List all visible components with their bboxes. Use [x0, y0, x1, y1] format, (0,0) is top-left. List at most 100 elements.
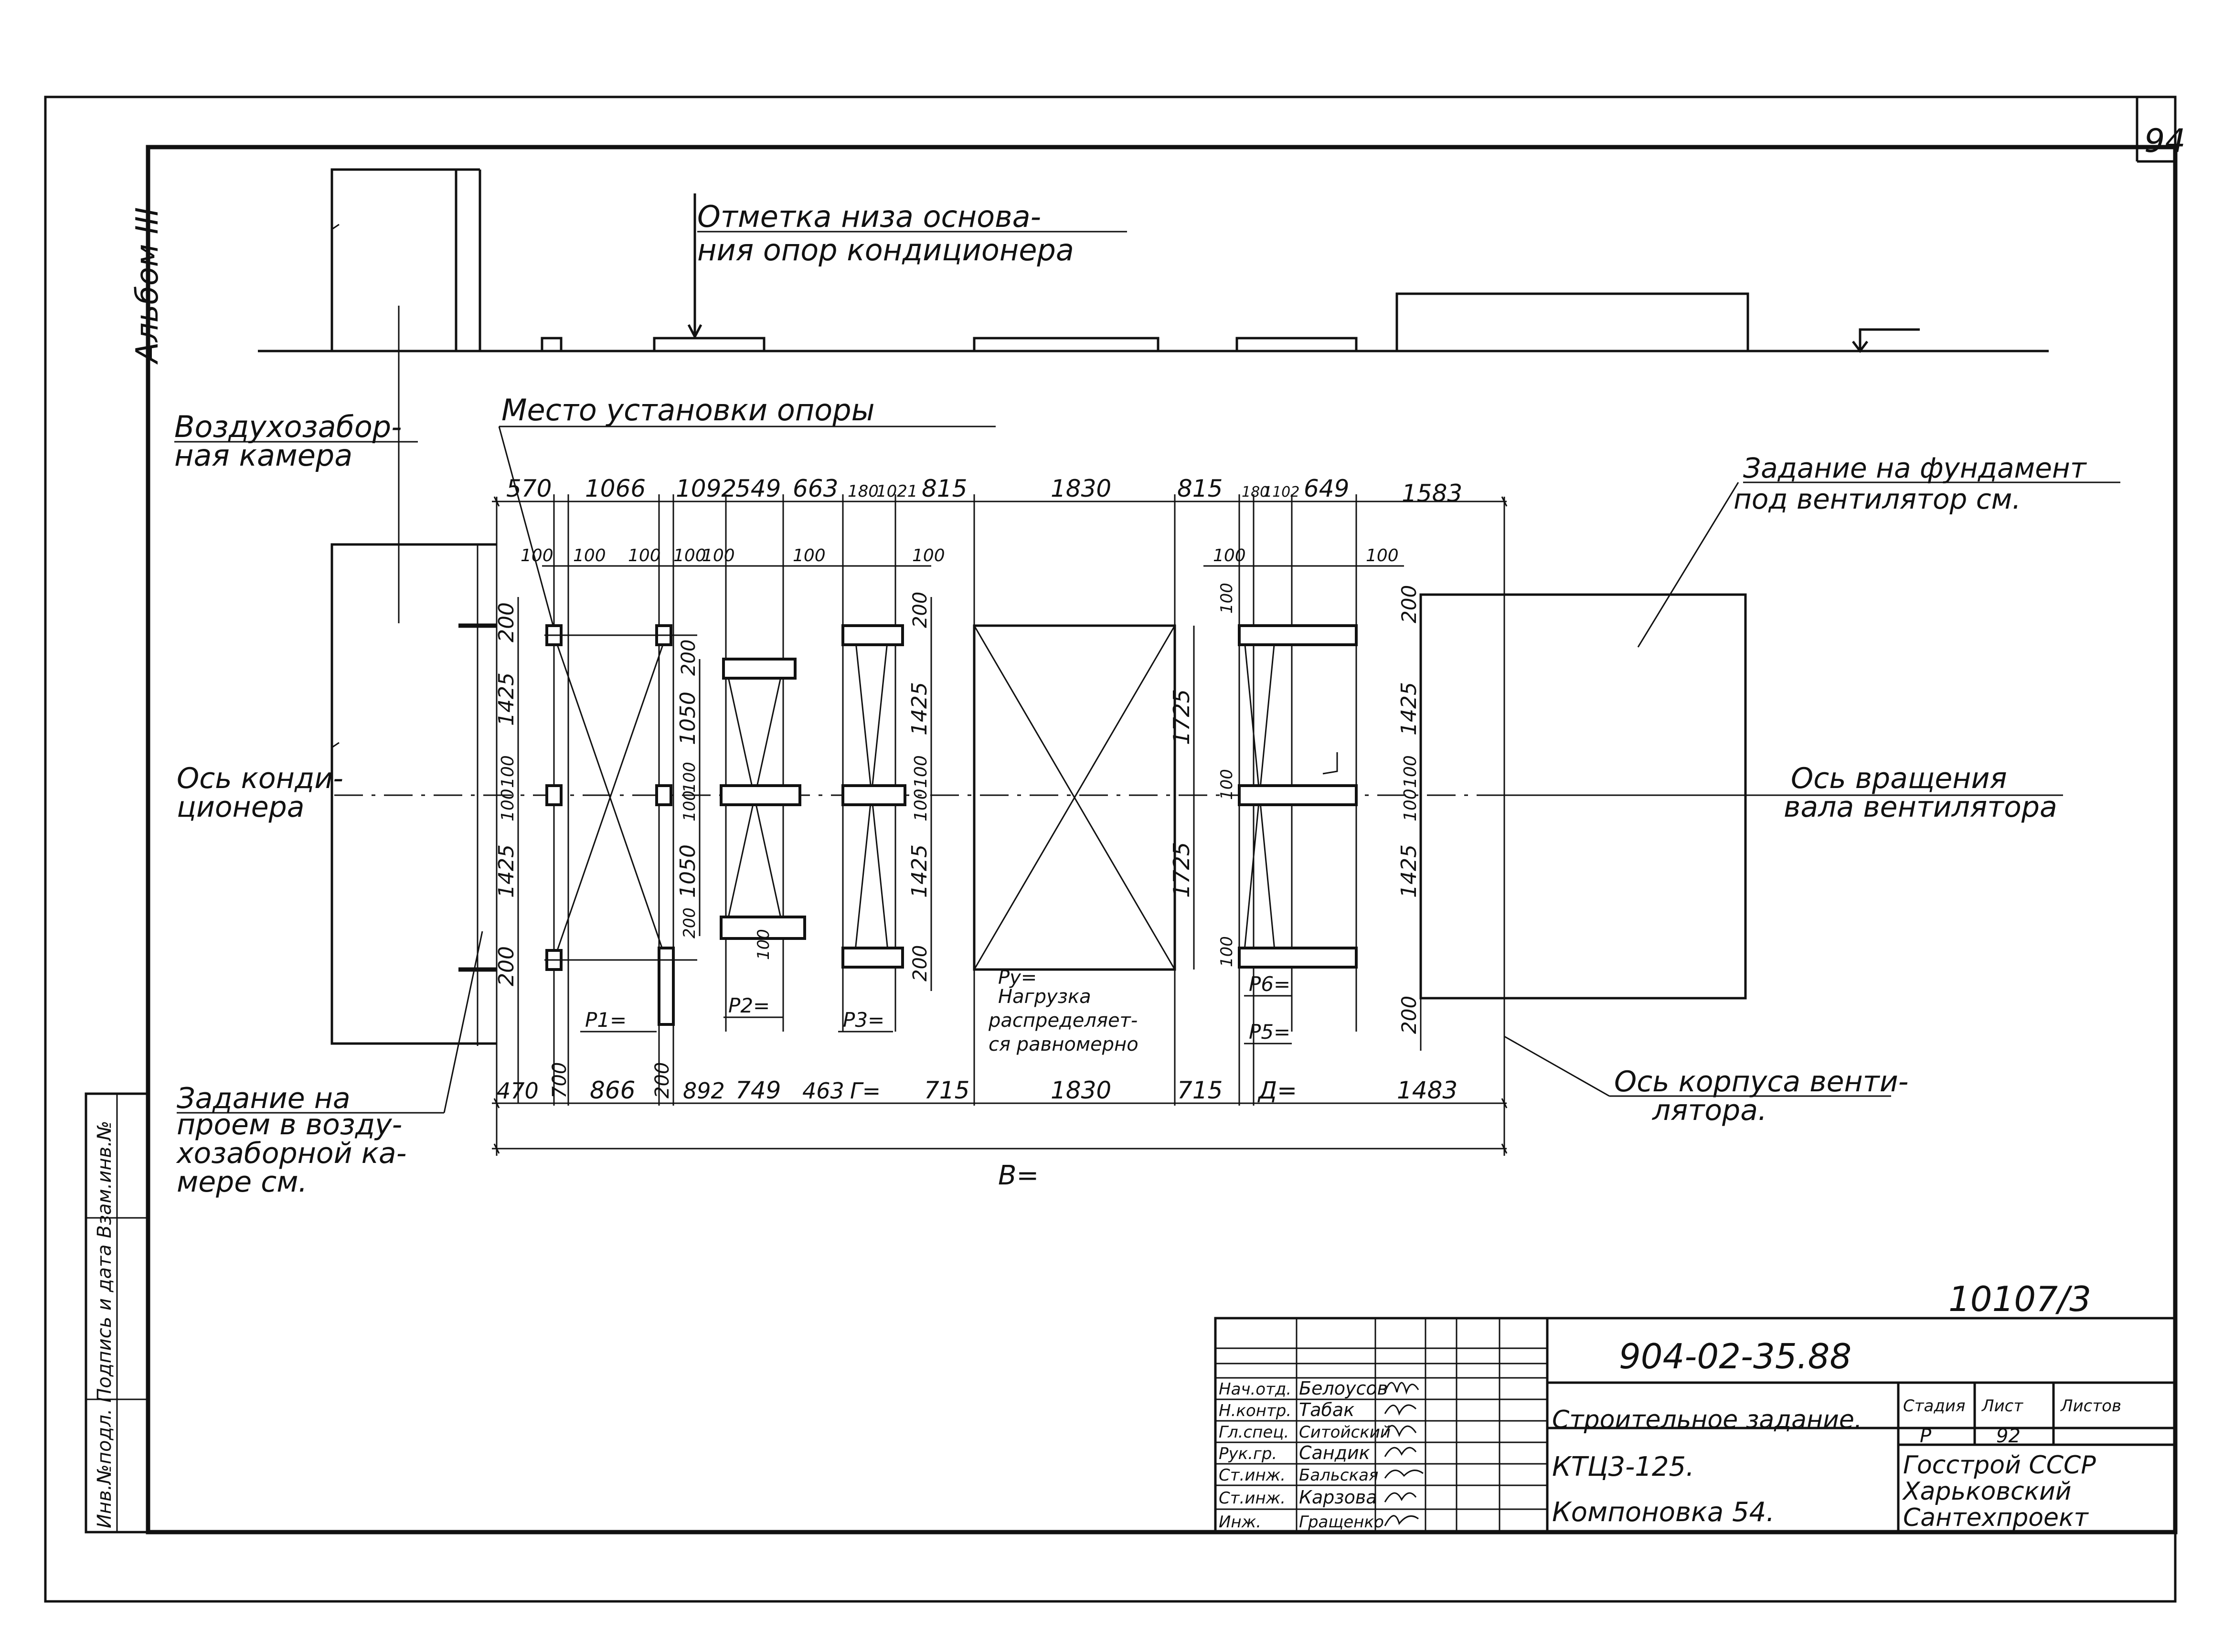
- dim-bot-6: 749: [735, 1076, 781, 1104]
- staff-role-2: Н.контр.: [1219, 1401, 1291, 1420]
- vdim-mid1-2: 1050: [676, 692, 700, 745]
- org-line-2: Харьковский: [1902, 1477, 2072, 1506]
- support-elev-2: [973, 337, 1160, 352]
- load-p6: P6=: [1249, 972, 1290, 996]
- load-p1: P1=: [585, 1008, 627, 1032]
- vdim-far-5: 1425: [1397, 844, 1421, 898]
- conditioner-axis-note-1: Ось конди-: [177, 762, 343, 795]
- vdim-mid2-6: 200: [909, 945, 931, 981]
- title-line-2: КТЦ3-125.: [1552, 1451, 1694, 1482]
- dim-bot-5: 892: [683, 1078, 725, 1104]
- vdim-mid2-4: 100: [911, 789, 931, 821]
- offset-3: 100: [628, 546, 661, 565]
- sheet-label: Лист: [1981, 1396, 2023, 1416]
- conditioner-axis-note-2: ционера: [177, 790, 305, 824]
- page-number: 94: [2144, 122, 2186, 160]
- vdim-mid1-6: 200: [680, 907, 699, 938]
- vdim-mid2-5: 1425: [907, 844, 932, 898]
- offset-7: 100: [912, 546, 945, 565]
- staff-name-3: Ситойский: [1299, 1423, 1391, 1442]
- dim-bot-12: Д=: [1257, 1076, 1297, 1104]
- opening-note-2: проем в возду-: [177, 1108, 402, 1141]
- fan-shaft-axis-note-1: Ось вращения: [1791, 762, 2007, 795]
- load-p3: P3=: [843, 1008, 884, 1032]
- intake-chamber-note-line1: Воздухозабор-: [174, 409, 402, 444]
- load-note-3: распределяет-: [988, 1010, 1138, 1032]
- offset-8: 100: [1213, 546, 1246, 565]
- bottom-dimension-chain: [492, 1098, 1508, 1108]
- dim-top-6: 180: [848, 482, 879, 501]
- staff-name-4: Сандик: [1299, 1442, 1370, 1463]
- staff-role-5: Ст.инж.: [1219, 1466, 1286, 1485]
- vdim-left-5: 1425: [494, 844, 519, 898]
- dim-bot-3: 866: [590, 1076, 635, 1104]
- opening-note-1: Задание на: [177, 1082, 351, 1115]
- dim-bot-13: 1483: [1397, 1076, 1457, 1104]
- dim-bot-2: 700: [549, 1062, 571, 1098]
- title-line-3: Компоновка 54.: [1552, 1497, 1775, 1528]
- overall-dimension: B=: [998, 1160, 1039, 1191]
- staff-role-4: Рук.гр.: [1219, 1444, 1277, 1463]
- staff-role-6: Ст.инж.: [1219, 1489, 1286, 1508]
- load-note-1: Py=: [998, 967, 1037, 989]
- offset-4: 100: [673, 546, 706, 565]
- vdim-right-3: 100: [1217, 936, 1236, 967]
- opening-note-3: хозаборной ка-: [176, 1137, 406, 1170]
- staff-name-6: Карзова: [1299, 1487, 1377, 1508]
- org-line-3: Сантехпроект: [1903, 1503, 2089, 1532]
- fan-body-axis-note-1: Ось корпуса венти-: [1614, 1065, 1908, 1098]
- dim-bot-4: 200: [651, 1062, 673, 1098]
- load-note-2: Нагрузка: [998, 986, 1091, 1008]
- dim-top-14: 1583: [1402, 480, 1462, 507]
- vdim-mid1-5: 1050: [676, 844, 700, 898]
- sheet-value: 92: [1996, 1425, 2021, 1447]
- load-p2: P2=: [728, 994, 770, 1017]
- support-elev-3: [1235, 337, 1358, 352]
- offset-9: 100: [1366, 546, 1399, 565]
- support-group-6: [1238, 494, 1358, 1106]
- vdim-right-1: 100: [1217, 583, 1236, 614]
- top-dimension-chain: [492, 496, 1508, 507]
- foundation-note-2: под вентилятор см.: [1734, 483, 2021, 515]
- dim-bot-9: 715: [924, 1076, 969, 1104]
- vdim-mid1-4: 100: [680, 790, 699, 821]
- load-p5: P5=: [1249, 1020, 1290, 1044]
- dim-top-12: 1102: [1263, 484, 1299, 501]
- intake-chamber-plan: [330, 543, 497, 1045]
- vdim-left-1: 200: [494, 602, 519, 642]
- staff-role-3: Гл.спец.: [1219, 1423, 1289, 1442]
- dim-bot-10: 1830: [1051, 1076, 1111, 1104]
- intake-chamber-section: [330, 168, 457, 351]
- vdim-right-2: 100: [1217, 769, 1236, 800]
- intake-chamber-note-line2: ная камера: [174, 438, 352, 473]
- offset-6: 100: [793, 546, 826, 565]
- archive-number: 10107/3: [1948, 1279, 2091, 1319]
- vdim-mid1-1: 200: [678, 639, 700, 676]
- vdim-mid2-2: 1425: [907, 682, 932, 735]
- fan-elev: [1395, 292, 1749, 352]
- vdim-left-2: 1425: [494, 672, 519, 726]
- vdim-mid1-3: 100: [680, 762, 699, 793]
- dim-top-4: 549: [735, 475, 781, 502]
- stage-label: Стадия: [1903, 1396, 1965, 1416]
- dim-bot-1: 470: [497, 1078, 539, 1104]
- vdim-far-4: 100: [1401, 789, 1420, 821]
- fan-body-axis-note-2: лятора.: [1652, 1094, 1767, 1127]
- dim-top-2: 1066: [585, 475, 646, 502]
- vdim-left-6: 200: [494, 946, 519, 986]
- staff-name-2: Табак: [1299, 1399, 1354, 1420]
- signatures: [1384, 1382, 1424, 1526]
- dim-top-8: 815: [922, 475, 967, 502]
- dim-top-13: 649: [1304, 475, 1349, 502]
- vdim-far-2: 1425: [1397, 682, 1421, 735]
- dim-top-7: 1021: [876, 482, 918, 501]
- dim-bot-11: 715: [1177, 1076, 1223, 1104]
- dim-top-5: 663: [793, 475, 838, 502]
- support-place-note: Место установки опоры: [501, 393, 875, 427]
- vdim-mid1-7: 100: [754, 929, 773, 960]
- staff-role-7: Инж.: [1219, 1513, 1261, 1532]
- staff-name-1: Белоусов: [1299, 1378, 1388, 1399]
- load-note-4: ся равномерно: [989, 1034, 1138, 1055]
- support-group-1: [544, 494, 697, 1106]
